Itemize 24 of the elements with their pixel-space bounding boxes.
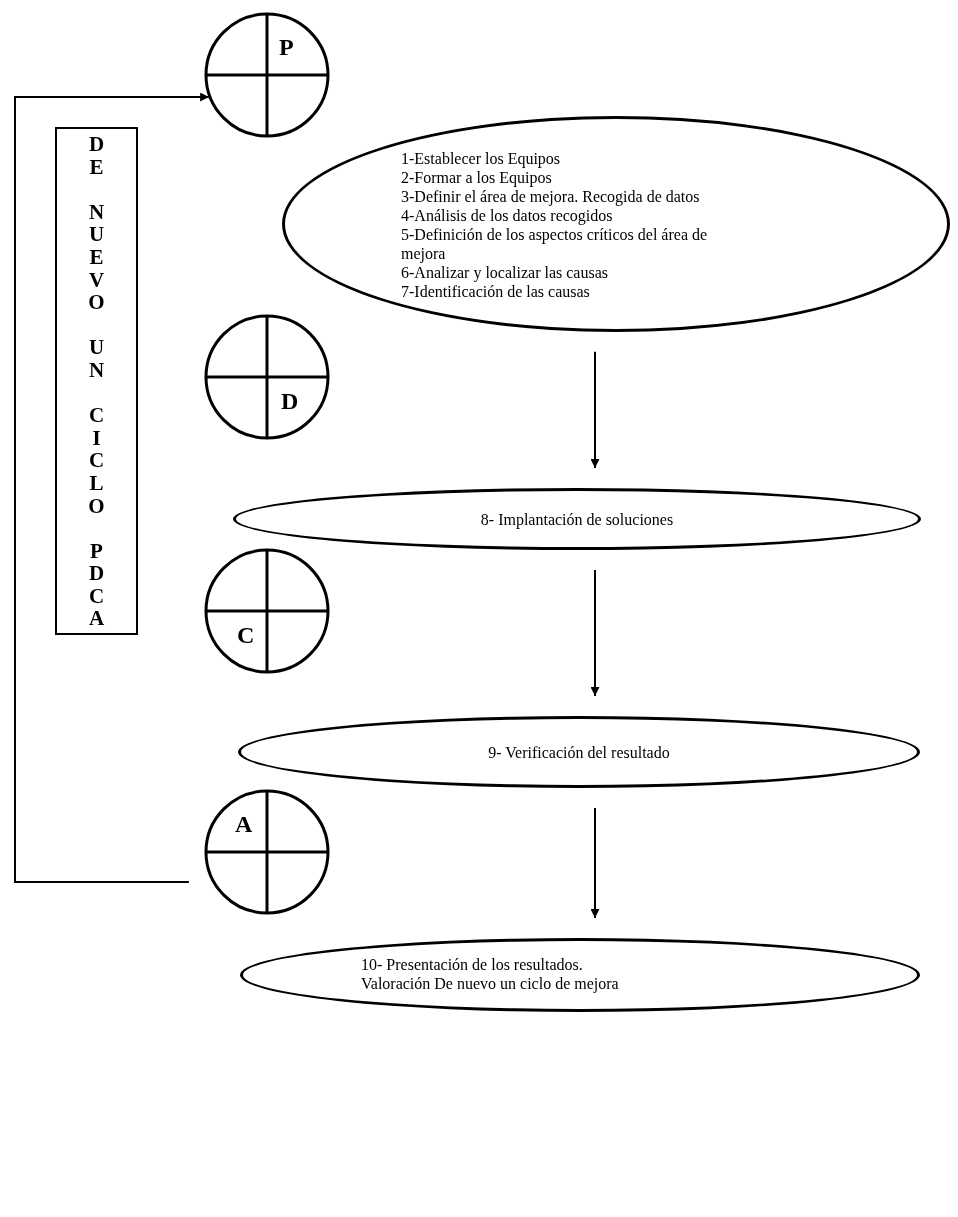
quadrant-letter: A — [235, 812, 253, 836]
step-text: 4-Análisis de los datos recogidos — [401, 206, 614, 225]
quadrant-letter: P — [279, 35, 294, 59]
arrow — [14, 92, 211, 883]
vertical-label: DE NUEVO UN CICLO PDCA — [87, 133, 106, 631]
quadrant-circle — [204, 12, 330, 138]
step-text: 3-Definir el área de mejora. Recogida de datos — [401, 187, 701, 206]
step-text: 7-Identificación de las causas — [401, 282, 591, 301]
quadrant-letter: C — [237, 623, 255, 647]
arrow — [590, 568, 600, 698]
step-text: 5-Definición de los aspectos críticos del área de mejora — [401, 225, 709, 263]
step-text: 9- Verificación del resultado — [488, 742, 670, 762]
quadrant-circle — [204, 789, 330, 915]
step-text: 8- Implantación de soluciones — [480, 509, 674, 529]
step-text: 6-Analizar y localizar las causas — [401, 263, 609, 282]
step-text: 2-Formar a los Equipos — [401, 168, 553, 187]
arrow — [590, 350, 600, 470]
arrow — [590, 806, 600, 920]
step-text: 10- Presentación de los resultados. Valoración De nuevo un ciclo de mejora — [361, 955, 620, 993]
vertical-text-box — [55, 127, 138, 635]
step-text: 1-Establecer los Equipos — [401, 149, 562, 168]
quadrant-letter: D — [281, 389, 299, 413]
quadrant-circle — [204, 314, 330, 440]
quadrant-circle — [204, 548, 330, 674]
